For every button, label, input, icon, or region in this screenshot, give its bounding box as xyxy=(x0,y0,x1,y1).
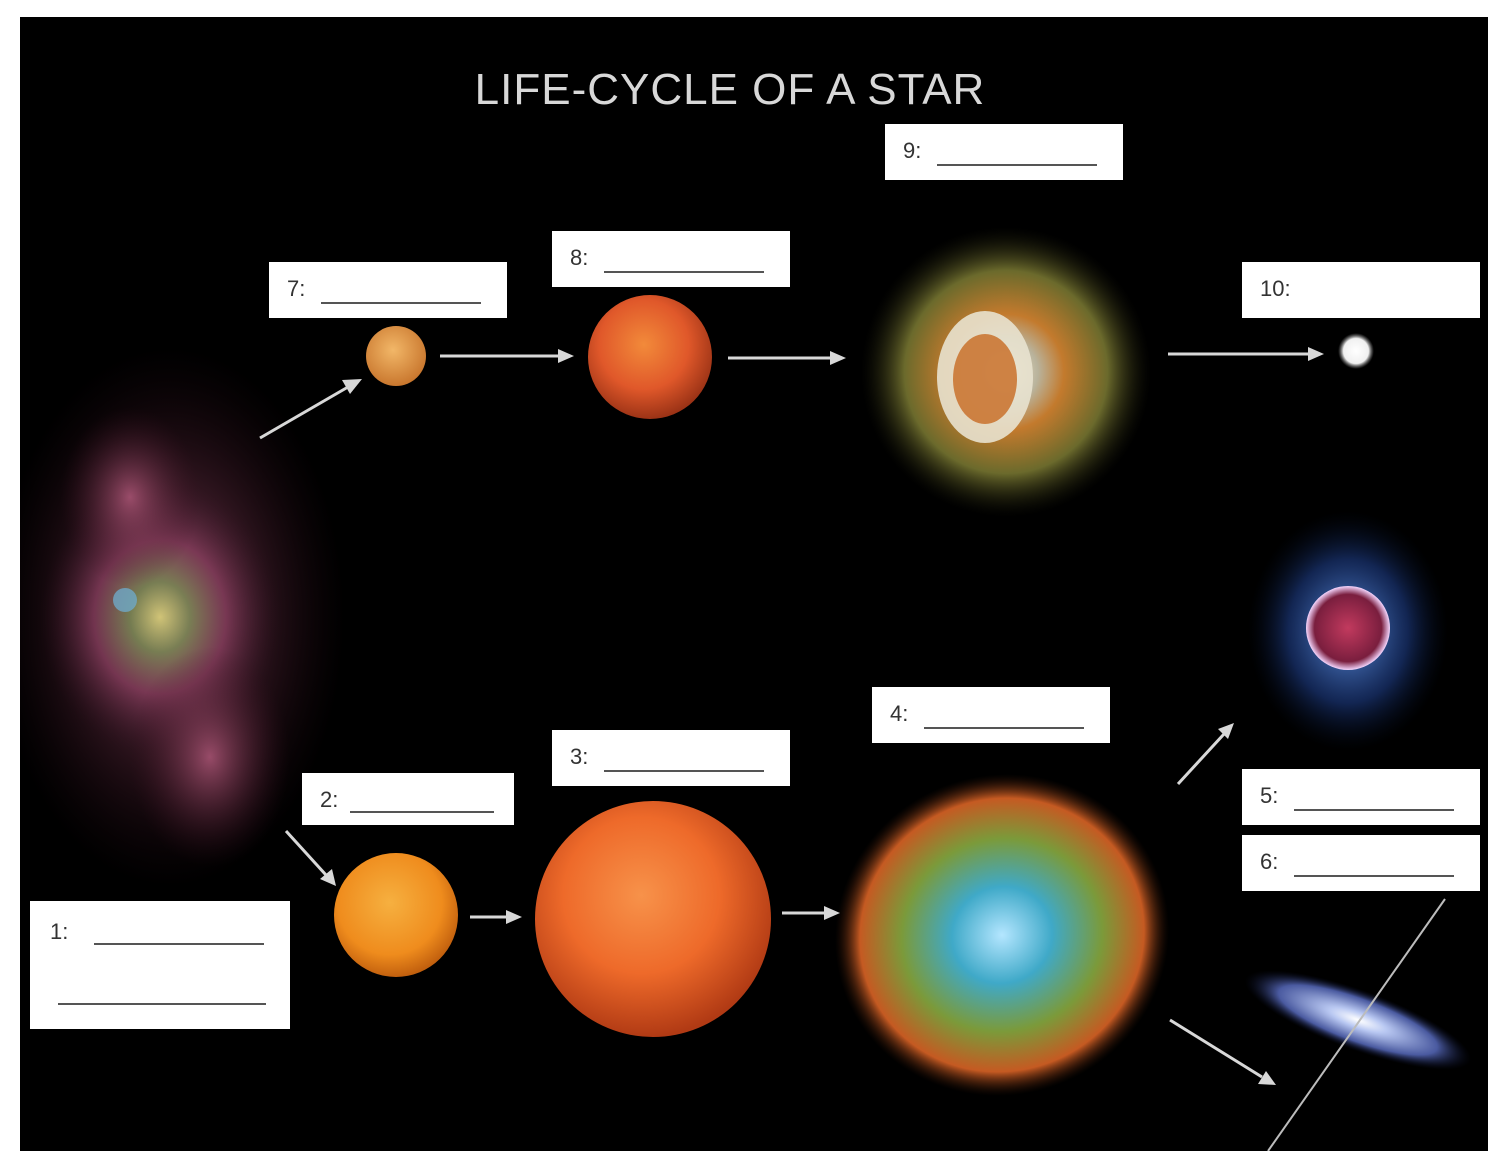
label-box-8[interactable]: 8: xyxy=(552,231,790,287)
diagram-title: LIFE-CYCLE OF A STAR xyxy=(20,65,1440,115)
red-supergiant-icon xyxy=(535,801,771,1037)
label-7-number: 7: xyxy=(287,276,305,302)
label-box-4[interactable]: 4: xyxy=(872,687,1110,743)
label-2-blank-line xyxy=(350,811,494,813)
label-9-blank-line xyxy=(937,164,1097,166)
arrow-nebula-to-massive-star xyxy=(286,831,336,886)
label-1-number: 1: xyxy=(50,919,68,945)
nebula-icon xyxy=(20,347,345,887)
label-box-5[interactable]: 5: xyxy=(1242,769,1480,825)
arrow-supernova-to-black-hole xyxy=(1170,1020,1276,1085)
arrow-planetary-nebula-to-white-dwarf xyxy=(1168,347,1324,361)
red-giant-icon xyxy=(588,295,712,419)
label-10-number: 10: xyxy=(1260,276,1291,302)
arrow-supergiant-to-supernova xyxy=(782,906,840,920)
label-box-3[interactable]: 3: xyxy=(552,730,790,786)
black-hole-icon xyxy=(1235,899,1481,1151)
average-star-icon xyxy=(366,326,426,386)
label-box-6[interactable]: 6: xyxy=(1242,835,1480,891)
supernova-icon xyxy=(789,727,1214,1143)
label-7-blank-line xyxy=(321,302,481,304)
label-4-number: 4: xyxy=(890,701,908,727)
label-1-blank-line-2 xyxy=(58,1003,266,1005)
arrow-red-giant-to-planetary-nebula xyxy=(728,351,846,365)
diagram-panel: LIFE-CYCLE OF A STAR 1: 2: 3: 4: 5: 6: 7… xyxy=(20,17,1488,1151)
white-dwarf-icon xyxy=(1338,333,1374,369)
label-3-number: 3: xyxy=(570,744,588,770)
label-2-number: 2: xyxy=(320,787,338,813)
massive-star-icon xyxy=(334,853,458,977)
label-9-number: 9: xyxy=(903,138,921,164)
label-box-2[interactable]: 2: xyxy=(302,773,514,825)
label-6-blank-line xyxy=(1294,875,1454,877)
label-4-blank-line xyxy=(924,727,1084,729)
arrow-supernova-to-neutron-star xyxy=(1178,723,1234,784)
label-box-7[interactable]: 7: xyxy=(269,262,507,318)
arrow-massive-star-to-supergiant xyxy=(470,910,522,924)
arrow-average-to-red-giant xyxy=(440,349,574,363)
label-box-10[interactable]: 10: xyxy=(1242,262,1480,318)
label-box-1[interactable]: 1: xyxy=(30,901,290,1029)
label-5-blank-line xyxy=(1294,809,1454,811)
planetary-nebula-icon xyxy=(861,227,1151,517)
neutron-star-icon xyxy=(1248,511,1448,751)
label-8-number: 8: xyxy=(570,245,588,271)
label-8-blank-line xyxy=(604,271,764,273)
label-1-blank-line xyxy=(94,943,264,945)
label-5-number: 5: xyxy=(1260,783,1278,809)
label-box-9[interactable]: 9: xyxy=(885,124,1123,180)
label-6-number: 6: xyxy=(1260,849,1278,875)
label-3-blank-line xyxy=(604,770,764,772)
